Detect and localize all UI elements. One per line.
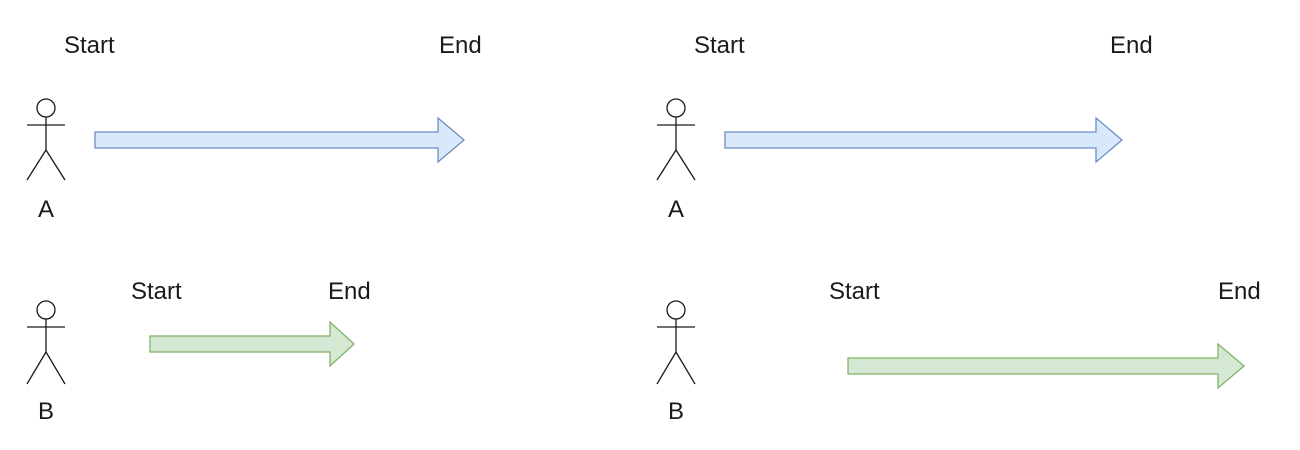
- stick-figure-icon: [26, 300, 66, 385]
- right-arrow-icon: [149, 320, 355, 368]
- right-arrow-icon: [724, 116, 1124, 164]
- actor-label: A: [37, 196, 54, 223]
- right-arrow-icon: [94, 116, 466, 164]
- actor-label: B: [37, 398, 54, 425]
- end-label: End: [1110, 32, 1153, 59]
- end-label: End: [328, 278, 371, 305]
- stick-figure-icon: [656, 98, 696, 181]
- end-label: End: [439, 32, 482, 59]
- stick-figure-icon: [26, 98, 66, 181]
- stick-figure-icon: [656, 300, 696, 385]
- start-label: Start: [829, 278, 880, 305]
- start-label: Start: [131, 278, 182, 305]
- end-label: End: [1218, 278, 1261, 305]
- right-arrow-icon: [847, 342, 1246, 390]
- start-label: Start: [694, 32, 745, 59]
- actor-label: B: [667, 398, 684, 425]
- start-label: Start: [64, 32, 115, 59]
- actor-label: A: [667, 196, 684, 223]
